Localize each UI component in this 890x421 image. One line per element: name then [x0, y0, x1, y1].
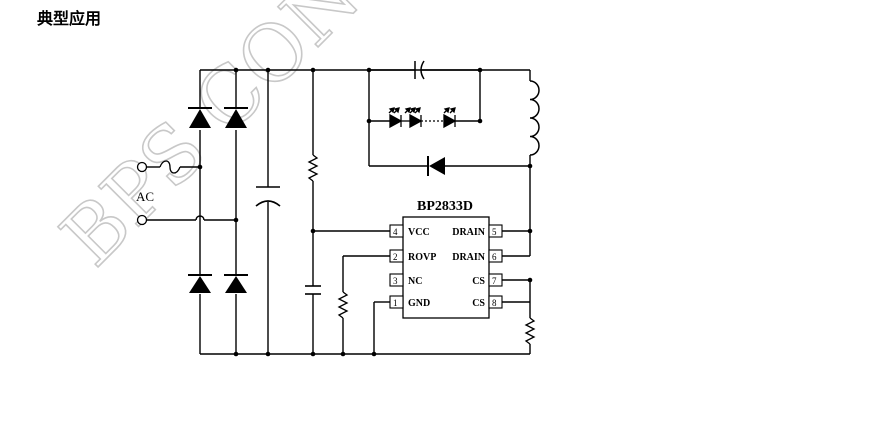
- led-1: [389, 113, 410, 129]
- watermark: BPS CONF: [44, 0, 416, 284]
- pin-nc: 3 NC: [389, 273, 422, 287]
- output-capacitor: [414, 60, 480, 80]
- svg-text:7: 7: [492, 276, 497, 286]
- pin-vcc: 4 VCC: [389, 224, 430, 238]
- pin-cs-8: 8 CS: [472, 295, 503, 309]
- svg-text:NC: NC: [408, 276, 422, 287]
- led-3: [443, 113, 457, 129]
- svg-text:4: 4: [393, 227, 398, 237]
- pin-drain-6: 6 DRAIN: [452, 249, 503, 263]
- watermark-text: BPS CONF: [45, 0, 416, 283]
- svg-text:CS: CS: [472, 298, 485, 309]
- pin-drain-5: 5 DRAIN: [452, 224, 503, 238]
- svg-text:5: 5: [492, 227, 497, 237]
- ac-label: AC: [136, 189, 154, 204]
- bridge-diode-top-right: [224, 107, 248, 128]
- junctions: [197, 67, 533, 357]
- bridge-diode-top-left: [188, 107, 212, 128]
- svg-text:6: 6: [492, 252, 497, 262]
- bulk-capacitor: [255, 186, 281, 207]
- svg-text:1: 1: [393, 298, 398, 308]
- svg-text:DRAIN: DRAIN: [452, 252, 486, 263]
- svg-text:VCC: VCC: [408, 227, 430, 238]
- svg-text:2: 2: [393, 252, 398, 262]
- bridge-diode-bottom-left: [188, 274, 212, 293]
- inductor-icon: [529, 80, 540, 156]
- fuse-icon: [159, 160, 181, 174]
- svg-text:DRAIN: DRAIN: [452, 227, 486, 238]
- svg-text:ROVP: ROVP: [408, 252, 436, 263]
- pin-rovp: 2 ROVP: [389, 249, 436, 263]
- led-2: [409, 113, 423, 129]
- svg-text:8: 8: [492, 298, 497, 308]
- freewheel-diode: [427, 156, 445, 176]
- pin-gnd: 1 GND: [389, 295, 430, 309]
- cs-sense-resistor: [524, 317, 536, 345]
- section-heading: 典型应用: [37, 9, 102, 28]
- ac-terminal-top: [136, 161, 148, 173]
- vcc-capacitor: [305, 285, 321, 295]
- pin-cs-7: 7 CS: [472, 273, 503, 287]
- ac-terminal-bottom: [136, 214, 148, 226]
- led-string: [388, 107, 457, 129]
- bridge-diode-bottom-right: [224, 274, 248, 293]
- startup-resistor: [307, 154, 319, 182]
- led-light-arrows: [388, 107, 456, 114]
- svg-text:GND: GND: [408, 298, 430, 309]
- ic-bp2833d: BP2833D 4 VCC 2 ROVP 3 NC 1 GND 5 DRAIN: [389, 199, 503, 319]
- rovp-resistor: [337, 291, 349, 319]
- svg-text:CS: CS: [472, 276, 485, 287]
- svg-text:3: 3: [393, 276, 398, 286]
- ic-name: BP2833D: [417, 199, 473, 214]
